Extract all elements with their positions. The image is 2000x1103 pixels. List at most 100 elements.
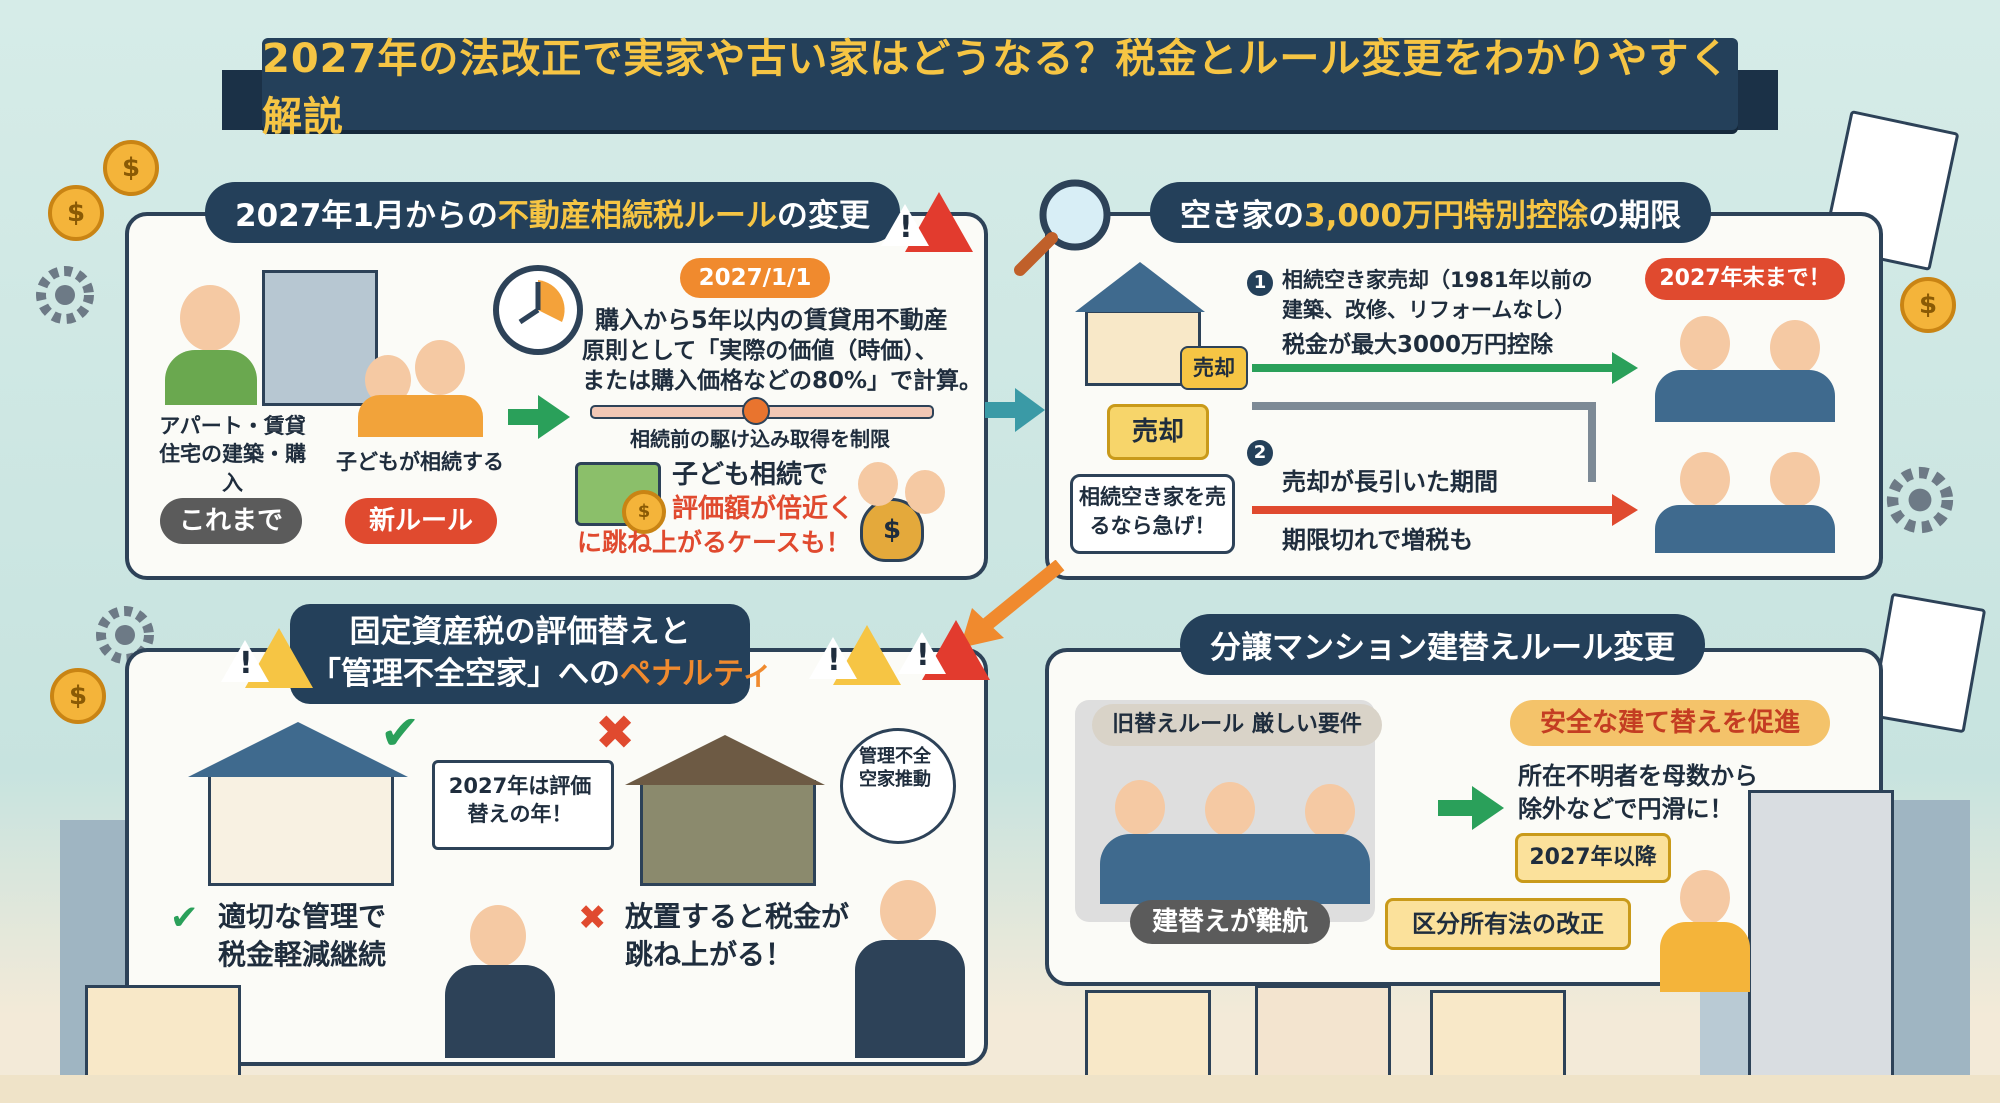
bad-line-1: 放置すると税金が: [625, 900, 850, 933]
difficult-tag: 建替えが難航: [1130, 900, 1330, 944]
deadline-tag: 2027年末まで！: [1645, 258, 1845, 300]
child-avatar: [858, 462, 898, 506]
house-roof: [1075, 262, 1205, 312]
arrow-gray: [1252, 402, 1592, 410]
sell-sign: 売却: [1180, 346, 1248, 390]
title-text: の変更: [776, 198, 870, 234]
house-roof: [625, 735, 825, 785]
businessman-avatar: [880, 880, 936, 942]
cross-icon: ✖: [595, 705, 636, 761]
gear-icon: [96, 606, 154, 664]
warning-icon: !: [881, 192, 973, 252]
panel-title-condo-rebuild: 分譲マンション建替えルール変更: [1180, 614, 1705, 675]
resident-avatar: [1115, 780, 1165, 835]
well-kept-house: [208, 770, 394, 886]
limit-label: 相続前の駆け込み取得を制限: [630, 427, 890, 451]
rule-line-3: または購入価格などの80%」で計算。: [582, 368, 983, 394]
arrow-green-head: [1472, 786, 1504, 830]
check-icon: ✔: [380, 705, 421, 761]
magnifier-icon: [1014, 179, 1111, 276]
case-line-3: に跳ね上がるケースも！: [577, 528, 851, 557]
grandfather-body: [165, 350, 257, 405]
child-avatar: [905, 470, 945, 514]
good-line-1: 適切な管理で: [218, 900, 387, 933]
panel-title-inheritance-tax: 2027年1月からの不動産相続税ルールの変更: [205, 182, 900, 243]
child-avatar: [415, 340, 465, 395]
rule-line-1: 購入から5年以内の賃貸用不動産: [595, 306, 948, 334]
title-text: 固定資産税の評価替えと: [349, 614, 691, 650]
title-text: の期限: [1588, 198, 1682, 234]
rule-line-2: 原則として「実際の価値（時価）、: [582, 338, 938, 364]
year-box: 2027年以降: [1515, 833, 1671, 883]
title-text: 「管理不全空家」への: [310, 655, 620, 692]
law-box: 区分所有法の改正: [1385, 898, 1631, 950]
warning-icon: !: [221, 628, 313, 688]
caption-child-inherits: 子どもが相続する: [336, 450, 504, 474]
people-body: [1655, 505, 1835, 553]
woman-avatar: [1680, 870, 1730, 925]
happy-person-avatar: [1770, 320, 1820, 375]
family-body: [358, 395, 483, 437]
resident-avatar: [1305, 784, 1355, 839]
desc-line-2: 除外などで円滑に！: [1518, 795, 1734, 823]
house-roof: [188, 722, 408, 777]
case-line-2-text: 評価額が倍近く: [672, 494, 855, 524]
arrow-gray-bend: [1588, 402, 1596, 482]
page-title: 2027年の法改正で実家や古い家はどうなる？税金とルール変更をわかりやすく解説: [262, 36, 1731, 140]
neglected-house: [640, 780, 816, 886]
revaluation-text: 2027年は評価替えの年！: [448, 774, 592, 827]
item2-line-1: 売却が長引いた期間: [1282, 468, 1498, 496]
arrow-red-head: [1612, 494, 1638, 526]
businessman-body: [855, 940, 965, 1058]
case-line-1: 子ども相続で: [672, 460, 829, 490]
businessman-body: [445, 965, 555, 1058]
coin-icon: $: [48, 185, 104, 241]
house-illustration: [1430, 990, 1566, 1081]
good-line-2: 税金軽減継続: [218, 938, 387, 971]
arrow-green: [508, 409, 538, 425]
connector-arrow: [985, 402, 1015, 418]
woman-body: [1660, 922, 1750, 992]
bubble-text: 管理不全空家推動: [859, 746, 931, 791]
cross-icon: ✖: [578, 898, 607, 938]
warning-icon: !: [809, 625, 901, 685]
arrow-green-head: [538, 395, 570, 439]
item2-line-2: 期限切れで増税も: [1282, 526, 1474, 554]
caption-build-purchase: アパート・賃貸住宅の建築・購入: [159, 414, 306, 495]
worried-person-avatar: [1770, 452, 1820, 507]
speech-bubble: [840, 728, 956, 844]
coin-icon: $: [103, 140, 159, 196]
residents-body: [1100, 834, 1370, 904]
panel-title-vacant-house: 空き家の3,000万円特別控除の期限: [1150, 182, 1712, 243]
item1-line-2: 建築、改修、リフォームなし）: [1282, 298, 1576, 322]
item1-line-3: 税金が最大3000万円控除: [1282, 332, 1554, 358]
arrow-green: [1252, 364, 1612, 372]
connector-arrow-head: [1015, 388, 1045, 432]
happy-person-avatar: [1680, 316, 1730, 371]
worried-person-avatar: [1680, 452, 1730, 507]
item1-line-1: 相続空き家売却（1981年以前の: [1282, 268, 1593, 292]
desc-line-1: 所在不明者を母数から: [1518, 762, 1758, 790]
title-text: 2027年1月からの: [235, 198, 498, 234]
gear-icon: [1886, 466, 1954, 534]
arrow-green: [1438, 800, 1472, 816]
revaluation-box: [432, 760, 614, 850]
clock-icon: [493, 265, 583, 355]
warning-icon: !: [898, 620, 990, 680]
coin-icon: $: [50, 668, 106, 724]
house-illustration: [1255, 985, 1391, 1081]
resident-avatar: [1205, 782, 1255, 837]
urge-box: 相続空き家を売るなら急げ！: [1070, 474, 1235, 554]
title-highlight: 3,000万円特別控除: [1304, 198, 1589, 234]
coin-icon: $: [1900, 277, 1956, 333]
number-badge-1: 1: [1247, 270, 1273, 296]
title-highlight: ペナルティ: [620, 655, 774, 692]
sell-tag: 売却: [1107, 404, 1209, 460]
condo-building: [1748, 790, 1894, 1081]
businessman-avatar: [470, 905, 526, 967]
case-line-2: 評価額が倍近く: [672, 492, 854, 527]
old-rule-tag: 旧替えルール 厳しい要件: [1092, 704, 1382, 746]
apartment-building-illustration: [262, 270, 378, 406]
tag-new-rule: 新ルール: [345, 498, 497, 544]
check-icon: ✔: [170, 898, 199, 938]
